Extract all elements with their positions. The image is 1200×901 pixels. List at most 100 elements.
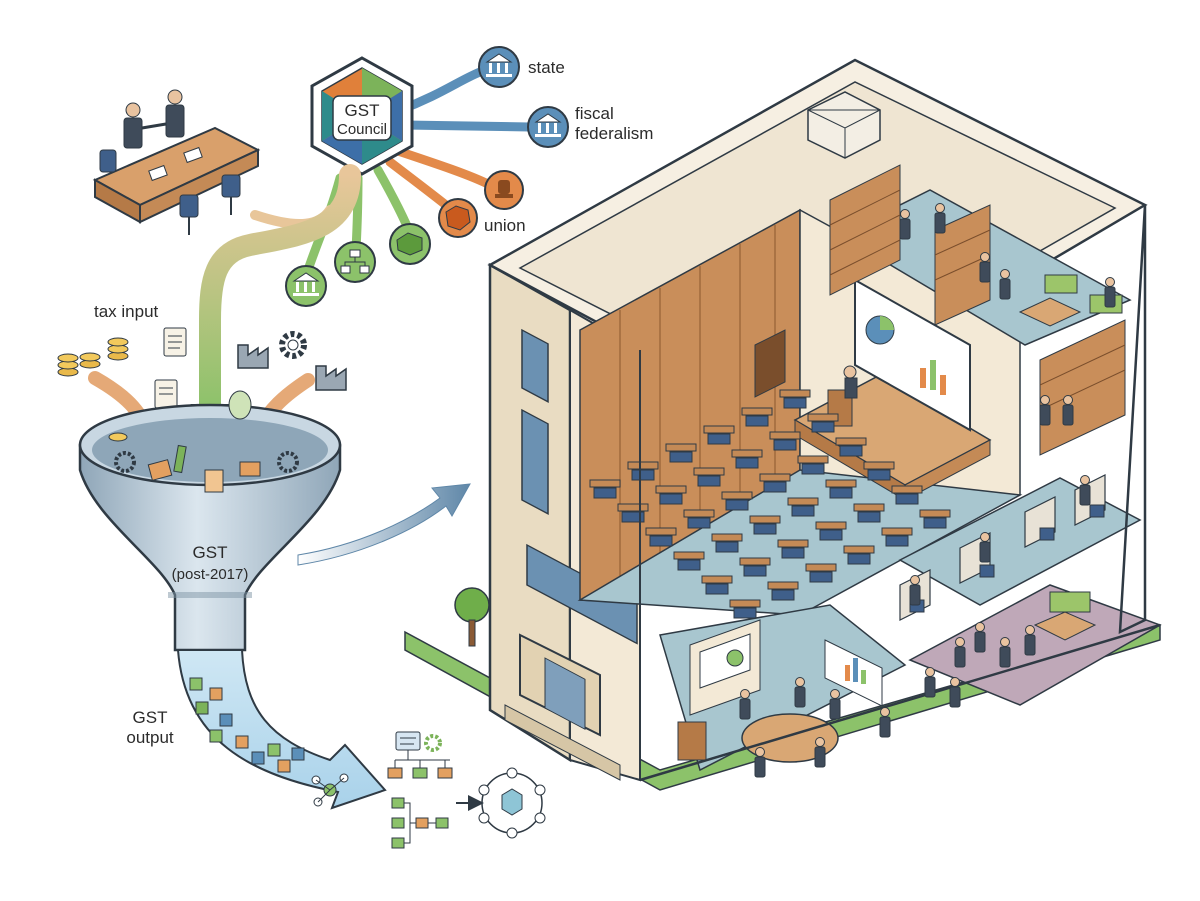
auditorium-desk <box>843 545 875 554</box>
auditorium-desk <box>731 449 763 458</box>
bank-icon <box>285 265 327 307</box>
auditorium-chair <box>677 559 701 571</box>
auditorium-desk <box>787 497 819 506</box>
coins-icon <box>57 337 129 377</box>
gst-council-hexagon: GST Council <box>310 56 414 176</box>
person-figure <box>909 575 921 606</box>
person-figure <box>954 637 966 668</box>
gear-icon <box>279 331 307 359</box>
auditorium-desk <box>617 503 649 512</box>
auditorium-desk <box>683 509 715 518</box>
auditorium-desk <box>863 461 895 470</box>
auditorium-desk <box>589 479 621 488</box>
auditorium-chair <box>593 487 617 499</box>
auditorium-chair <box>631 469 655 481</box>
auditorium-chair <box>743 565 767 577</box>
auditorium-chair <box>621 511 645 523</box>
person-figure <box>1104 277 1116 308</box>
auditorium-chair <box>659 493 683 505</box>
document-icon <box>154 327 187 409</box>
tax-input-label: tax input <box>94 302 159 321</box>
auditorium-desk <box>703 425 735 434</box>
building-people <box>739 203 1116 778</box>
handshake-meeting-icon <box>92 89 261 235</box>
fiscal-label-line2: federalism <box>575 124 653 143</box>
auditorium-chair <box>715 541 739 553</box>
to-building-arrow <box>297 483 471 566</box>
person-figure <box>979 252 991 283</box>
auditorium-desk <box>807 413 839 422</box>
auditorium-chair <box>819 529 843 541</box>
person-figure <box>1039 395 1051 426</box>
person-figure <box>754 747 766 778</box>
gst-funnel <box>78 390 342 652</box>
emblem-icon <box>484 170 524 210</box>
auditorium-desk <box>741 407 773 416</box>
person-figure <box>794 677 806 708</box>
union-label: union <box>484 216 526 235</box>
auditorium-chair <box>773 439 797 451</box>
person-figure <box>979 532 991 563</box>
auditorium-desk <box>627 461 659 470</box>
bank-icon <box>527 106 569 148</box>
auditorium-desk <box>693 467 725 476</box>
auditorium-chair <box>895 493 919 505</box>
person-figure <box>934 203 946 234</box>
council-title-line2: Council <box>337 121 387 138</box>
auditorium-chair <box>707 433 731 445</box>
auditorium-desk <box>891 485 923 494</box>
auditorium-desk <box>767 581 799 590</box>
person-figure <box>949 677 961 708</box>
auditorium-chair <box>687 517 711 529</box>
auditorium-chair <box>753 523 777 535</box>
auditorium-chair <box>791 505 815 517</box>
auditorium-chair <box>809 571 833 583</box>
auditorium-chair <box>781 547 805 559</box>
map-icon <box>438 198 478 238</box>
auditorium-chair <box>763 481 787 493</box>
auditorium-chair <box>745 415 769 427</box>
auditorium-desk <box>797 455 829 464</box>
auditorium-chair <box>801 463 825 475</box>
auditorium-chair <box>669 451 693 463</box>
fiscal-label-line1: fiscal <box>575 104 614 123</box>
auditorium-seating <box>589 389 951 619</box>
council-title-line1: GST <box>345 101 380 120</box>
output-cubes <box>189 677 305 773</box>
auditorium-chair <box>649 535 673 547</box>
funnel-label-line1: GST <box>193 543 228 562</box>
auditorium-desk <box>749 515 781 524</box>
auditorium-desk <box>759 473 791 482</box>
auditorium-chair <box>783 397 807 409</box>
auditorium-desk <box>919 509 951 518</box>
auditorium-chair <box>885 535 909 547</box>
flowchart-icon <box>387 731 484 849</box>
auditorium-desk <box>779 389 811 398</box>
auditorium-desk <box>825 479 857 488</box>
council-flow-arrow <box>199 164 361 421</box>
auditorium-desk <box>655 485 687 494</box>
auditorium-chair <box>857 511 881 523</box>
auditorium-chair <box>829 487 853 499</box>
output-label-line1: GST <box>133 708 168 727</box>
map-icon <box>389 223 431 265</box>
person-figure <box>1024 625 1036 656</box>
auditorium-desk <box>645 527 677 536</box>
auditorium-desk <box>673 551 705 560</box>
person-figure <box>879 707 891 738</box>
funnel-label-line2: (post-2017) <box>172 566 249 583</box>
factory-icon <box>237 344 347 391</box>
person-figure <box>739 689 751 720</box>
auditorium-chair <box>839 445 863 457</box>
auditorium-desk <box>729 599 761 608</box>
auditorium-chair <box>725 499 749 511</box>
auditorium-chair <box>771 589 795 601</box>
auditorium-chair <box>847 553 871 565</box>
person-figure <box>829 689 841 720</box>
auditorium-desk <box>853 503 885 512</box>
person-figure <box>1079 475 1091 506</box>
output-label-line2: output <box>126 728 174 747</box>
auditorium-desk <box>835 437 867 446</box>
auditorium-desk <box>721 491 753 500</box>
